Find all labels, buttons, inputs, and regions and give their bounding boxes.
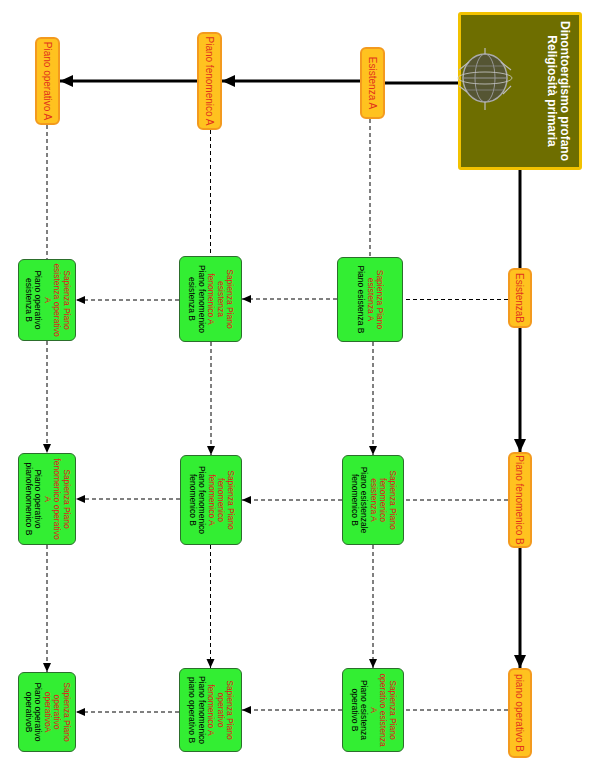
wisdom-box: Sapienza Piano operativo fenomenico APia… — [179, 668, 242, 752]
dashed-connector — [373, 342, 374, 455]
rotated-text-frame: Sapienza Piano fenomenico esistenza APia… — [343, 456, 403, 544]
dashed-connector — [47, 341, 48, 453]
dashed-connector — [404, 500, 508, 501]
rotated-text-frame: EsistenzaB — [510, 270, 530, 326]
rotated-text-frame: Sapienza Piano operativo esistenza APian… — [343, 669, 403, 751]
box-heading: Sapienza Piano fenomenico operativo A — [42, 454, 71, 544]
plane-box: Piano operativo A — [35, 37, 60, 125]
box-text: Piano operativo esistenza B — [23, 260, 42, 340]
dashed-connector — [242, 299, 337, 300]
rotated-text-frame: Sapienza Piano fenomenico operativo APia… — [19, 454, 75, 544]
box-heading: Sapienza Piano esistenza fenomenico A — [206, 257, 235, 341]
box-heading: Piano fenomenico B — [515, 455, 526, 545]
box-text: Piano esistenza B — [356, 262, 366, 336]
rotated-text-frame: Esistenza A — [362, 49, 383, 117]
main-flow-arrow — [60, 80, 197, 83]
dashed-connector — [370, 119, 371, 257]
box-heading: piano operativo B — [515, 674, 526, 752]
plane-box: EsistenzaB — [508, 268, 532, 328]
box-heading: Piano fenomenico A — [204, 37, 215, 126]
rotated-text-frame: Sapienza Piano esistenza fenomenico APia… — [180, 257, 241, 341]
rotated-text-frame: Piano fenomenico B — [510, 454, 530, 546]
box-text: Piano fenomenico esistenza B — [187, 257, 206, 341]
main-flow-arrow — [385, 82, 458, 85]
wisdom-box: Sapienza Piano esistenza APiano esistenz… — [337, 257, 403, 342]
box-text: Piano fenomenico piano operativo B — [187, 669, 206, 751]
plane-box: Piano fenomenico A — [197, 32, 222, 130]
wisdom-box: Sapienza Piano fenomenico fenomenico APi… — [180, 455, 242, 545]
plane-box: Esistenza A — [360, 47, 385, 119]
box-heading: EsistenzaB — [515, 273, 526, 323]
rotated-text-frame: Dinontoergismo profanoReligiosità primar… — [461, 15, 579, 167]
main-flow-arrow — [519, 170, 522, 268]
wisdom-box: Sapienza Piano operativo esistenza APian… — [342, 668, 404, 752]
wisdom-box: Sapienza Piano fenomenico operativo APia… — [18, 453, 76, 545]
rotated-text-frame: Sapienza Piano operativo fenomenico APia… — [180, 669, 241, 751]
box-heading: Sapienza Piano fenomenico esistenza A — [368, 456, 397, 544]
plane-box: piano operativo B — [508, 668, 532, 758]
box-text: Piano esistenza operativo B — [349, 669, 368, 751]
dashed-connector — [210, 130, 211, 256]
box-heading: Sapienza Piano operativo fenomenico A — [206, 669, 235, 751]
wisdom-box: Sapienza Piano esistenza operativo APian… — [18, 259, 76, 341]
rotated-text-frame: Sapienza Piano operativo operativoAPiano… — [19, 673, 75, 751]
rotated-text-frame: Piano operativo A — [37, 39, 58, 123]
box-heading: Esistenza A — [367, 57, 378, 109]
rotated-text-frame: Sapienza Piano esistenza APiano esistenz… — [338, 258, 402, 341]
box-heading: Dinontoergismo profano — [558, 21, 571, 161]
dashed-connector — [210, 545, 211, 668]
box-heading: Sapienza Piano esistenza A — [365, 258, 384, 341]
box-heading: Sapienza Piano operativo esistenza A — [368, 669, 397, 751]
dashed-connector — [47, 545, 48, 672]
box-heading: Sapienza Piano operativo operativoA — [42, 673, 71, 751]
box-text: Religiosità primaria — [545, 35, 558, 146]
rotated-text-frame: Piano fenomenico A — [199, 34, 220, 128]
box-text: Piano fenomenico fenomenico B — [187, 456, 206, 544]
dashed-connector — [404, 710, 508, 711]
rotated-text-frame: Sapienza Piano fenomenico fenomenico APi… — [181, 456, 241, 544]
main-flow-arrow — [222, 80, 360, 83]
box-text: Piano esistenzale fenomenico B — [349, 456, 368, 544]
rotated-text-frame: Sapienza Piano esistenza operativo APian… — [19, 260, 75, 340]
dashed-connector — [373, 545, 374, 668]
wisdom-box: Sapienza Piano fenomenico esistenza APia… — [342, 455, 404, 545]
dashed-connector — [242, 500, 342, 501]
dashed-connector — [211, 342, 212, 455]
plane-box: Piano fenomenico B — [508, 452, 532, 548]
dashed-connector — [76, 712, 179, 713]
wisdom-box: Sapienza Piano esistenza fenomenico APia… — [179, 256, 242, 342]
box-heading: Sapienza Piano esistenza operativo A — [42, 260, 71, 340]
rotated-text-frame: piano operativo B — [510, 670, 530, 756]
dashed-connector — [76, 300, 179, 301]
dashed-connector — [242, 710, 342, 711]
main-flow-arrow — [519, 328, 522, 452]
box-text: Piano operativo operativoB — [23, 673, 42, 751]
main-flow-arrow — [519, 548, 522, 668]
root-concept-box: Dinontoergismo profanoReligiosità primar… — [458, 12, 582, 170]
dashed-connector — [76, 499, 180, 500]
box-heading: Sapienza Piano fenomenico fenomenico A — [206, 456, 235, 544]
box-heading: Piano operativo A — [42, 42, 53, 120]
dashed-connector — [47, 125, 48, 259]
wisdom-box: Sapienza Piano operativo operativoAPiano… — [18, 672, 76, 752]
dashed-connector — [403, 299, 508, 300]
box-text: Piano operativo pianofenomenico B — [23, 454, 42, 544]
